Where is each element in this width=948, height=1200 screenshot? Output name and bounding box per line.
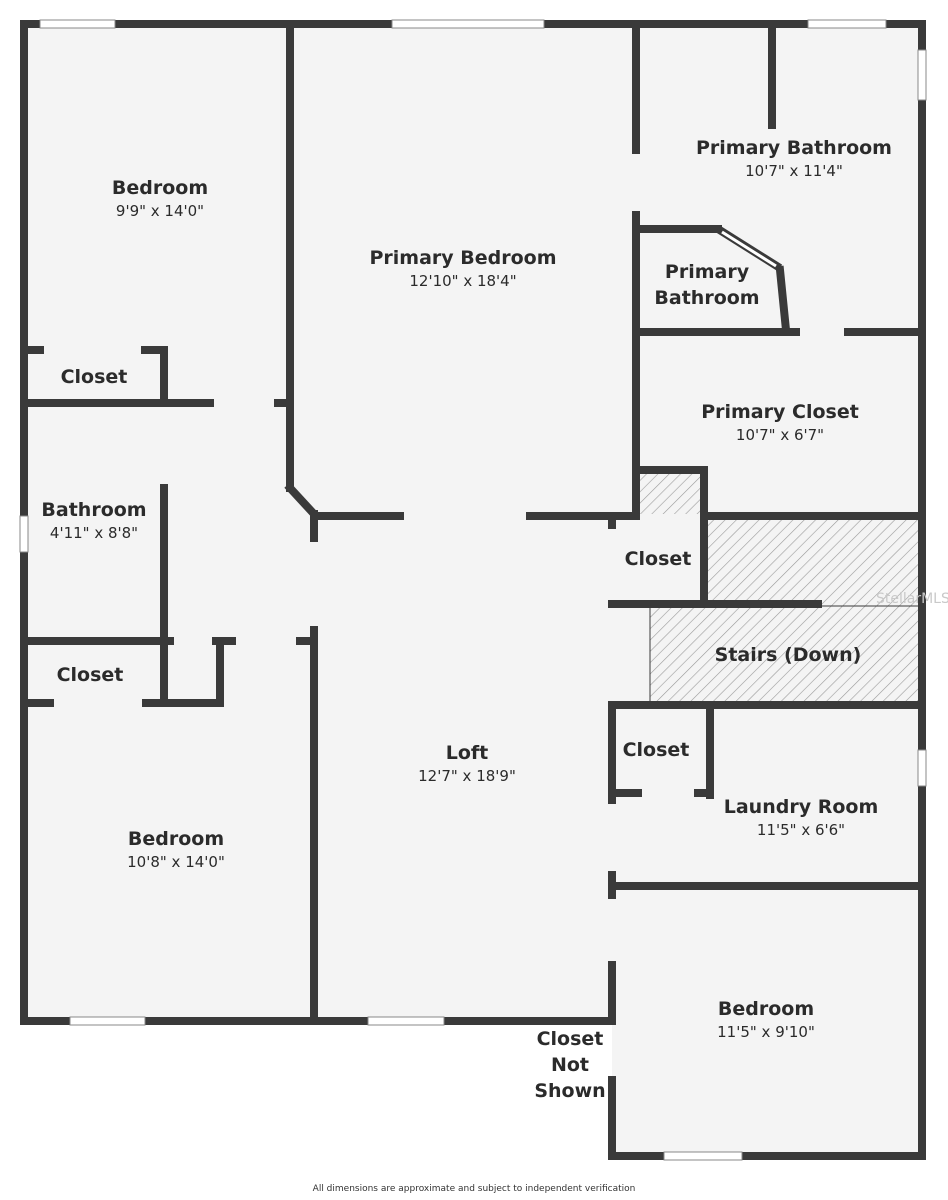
room-name: Closet: [61, 366, 128, 388]
footer-note: All dimensions are approximate and subje…: [312, 1184, 636, 1194]
room-name: Loft: [446, 742, 489, 764]
room-dims: 11'5" x 9'10": [717, 1023, 815, 1041]
room-name: Laundry Room: [724, 796, 879, 818]
stairs-outline: [649, 605, 921, 703]
room-dims: 10'7" x 6'7": [736, 426, 824, 444]
room-name: Not: [551, 1054, 589, 1076]
room-name: Closet: [625, 548, 692, 570]
watermark: StellarMLS: [876, 591, 948, 607]
room-name: Closet: [623, 739, 690, 761]
room-dims: 10'8" x 14'0": [127, 853, 225, 871]
room-name: Bedroom: [112, 177, 208, 199]
room-name: Primary Closet: [701, 401, 859, 423]
room-labels: Bedroom 9'9" x 14'0" Primary Bedroom 12'…: [41, 137, 892, 1102]
room-name: Bathroom: [41, 499, 146, 521]
room-name: Stairs (Down): [715, 644, 862, 666]
room-dims: 12'10" x 18'4": [409, 272, 516, 290]
room-dims: 10'7" x 11'4": [745, 162, 843, 180]
room-name: Bedroom: [128, 828, 224, 850]
bath-diagonal-wall: [715, 225, 783, 272]
room-name: Bathroom: [654, 287, 759, 309]
room-dims: 9'9" x 14'0": [116, 202, 204, 220]
room-name: Primary Bathroom: [696, 137, 892, 159]
room-dims: 11'5" x 6'6": [757, 821, 845, 839]
room-name: Primary: [665, 261, 750, 283]
room-name: Bedroom: [718, 998, 814, 1020]
room-dims: 4'11" x 8'8": [50, 524, 138, 542]
walls: [20, 20, 926, 1160]
room-dims: 12'7" x 18'9": [418, 767, 516, 785]
room-name: Primary Bedroom: [369, 247, 556, 269]
room-name: Closet: [537, 1028, 604, 1050]
stairs-hatch: [640, 474, 920, 702]
room-name: Closet: [57, 664, 124, 686]
room-name: Shown: [534, 1080, 605, 1102]
windows: [19, 19, 927, 1161]
